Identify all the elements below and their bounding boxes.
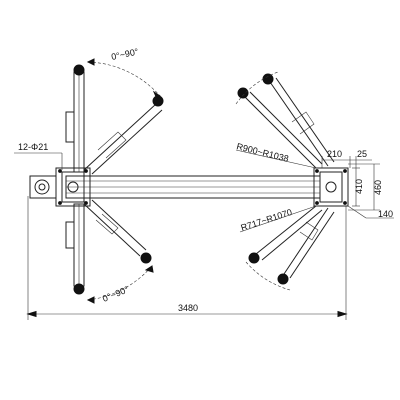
bolt-spec-label: 12-Φ21 <box>18 142 48 152</box>
arm-lower-right-short <box>277 207 335 285</box>
lift-pad <box>140 252 152 264</box>
dim-460-label: 460 <box>373 180 383 195</box>
dim-210-label: 210 <box>327 149 342 159</box>
reach-short-label: R717~R1070 <box>240 207 294 233</box>
crossbeam <box>65 175 321 199</box>
arm-lower-left-diagonal <box>83 199 152 264</box>
dim-25-label: 25 <box>357 149 367 159</box>
right-column <box>313 167 349 207</box>
dim-140-label: 140 <box>378 209 393 219</box>
dim-140: 140 <box>347 205 394 219</box>
bolt-spec-callout: 12-Φ21 <box>14 142 63 170</box>
arm-upper-left-vertical <box>65 64 85 173</box>
swing-arc-bottom: 0°~90° <box>86 265 154 304</box>
dim-25: 25 <box>350 149 372 168</box>
overall-length-label: 3480 <box>178 303 198 313</box>
swing-arc-top: 0°~90° <box>86 46 161 100</box>
dim-460: 460 <box>348 163 383 211</box>
dim-overall-length: 3480 <box>26 196 348 320</box>
dim-210: 210 <box>321 149 351 168</box>
lift-pad <box>73 64 85 76</box>
arm-lower-right-long <box>248 205 323 264</box>
lift-pad <box>73 283 85 295</box>
arm-upper-right-long <box>237 87 323 169</box>
lift-pad <box>248 252 260 264</box>
swing-angle-top-label: 0°~90° <box>110 46 139 62</box>
reach-long-label: R900~R1038 <box>236 141 290 164</box>
swing-angle-bottom-label: 0°~90° <box>101 284 131 304</box>
lift-pad <box>277 273 289 285</box>
arm-upper-left-diagonal <box>83 95 164 175</box>
arm-upper-right-short <box>262 73 335 167</box>
lift-pad <box>237 87 249 99</box>
left-column <box>29 167 91 207</box>
reach-arc-top: R900~R1038 <box>236 71 317 169</box>
dim-410: 410 <box>352 167 364 207</box>
arm-lower-left-vertical <box>65 203 85 295</box>
dim-410-label: 410 <box>354 179 364 194</box>
lift-pad <box>262 73 274 85</box>
